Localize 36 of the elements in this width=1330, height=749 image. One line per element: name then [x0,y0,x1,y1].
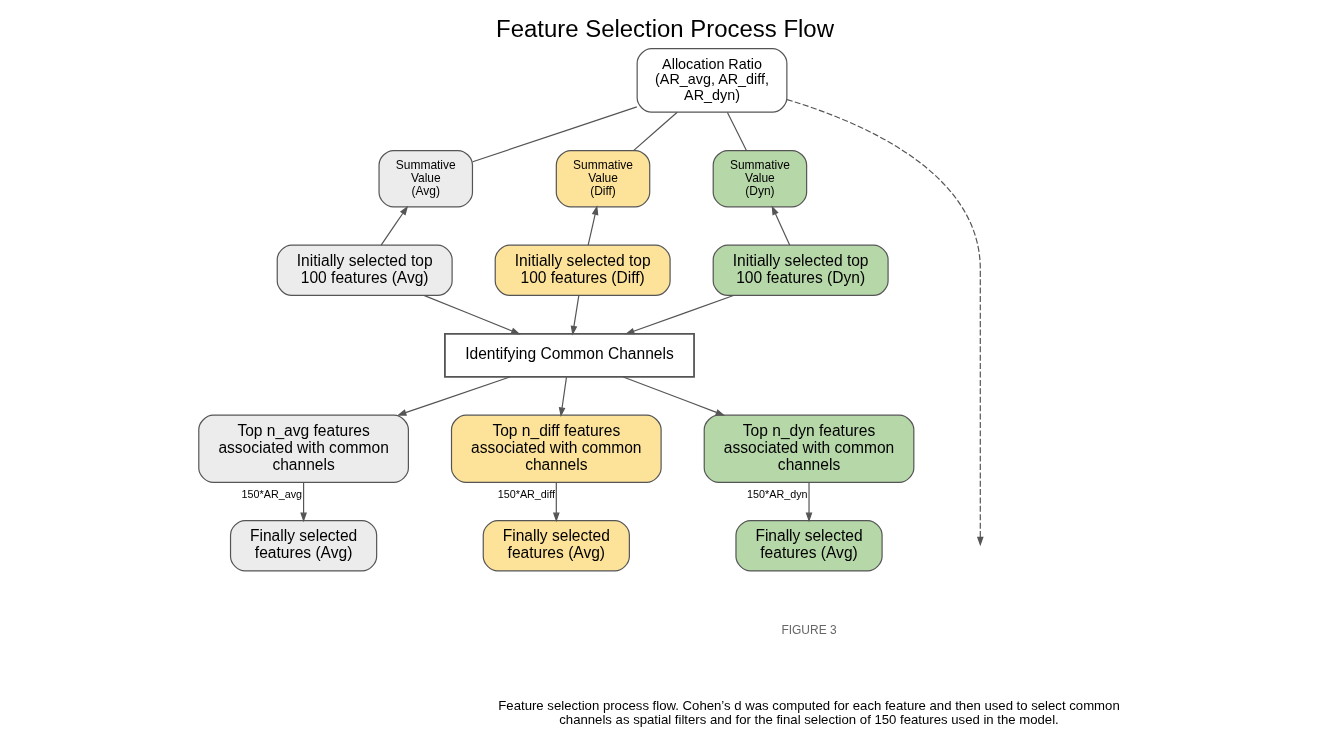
arrow [805,481,813,523]
arrow [587,205,599,246]
node-box: Finally selected features (Avg) [735,520,883,572]
node-box: Allocation Ratio (AR_avg, AR_diff, AR_dyn) [636,48,788,113]
node-box: Initially selected top 100 features (Dyn) [712,244,889,297]
arrow [570,295,580,336]
arrow [624,294,735,335]
node-box: Summative Value (Dyn) [712,149,808,208]
node-box: Finally selected features (Avg) [482,520,630,572]
arrow [622,376,726,416]
label: FIGURE 3 [781,622,837,637]
node-box: Summative Value (Diff) [555,149,651,208]
edge-label: 150*AR_diff [497,487,555,500]
connector [726,111,747,151]
node-box: Summative Value (Avg) [378,149,474,208]
node-box: Initially selected top 100 features (Diff) [494,244,671,297]
arrow [300,481,307,523]
node-box: Finally selected features (Avg) [229,520,378,572]
diagram-title: Feature Selection Process Flow [496,14,834,42]
edge-label: 150*AR_dyn [747,487,808,500]
arrow [786,99,984,547]
connector [633,111,678,151]
connector [472,106,638,163]
arrow [423,295,521,335]
arrow [396,376,511,416]
node-box: Top n_dyn features associated with common channels [703,414,915,483]
edge-label: 150*AR_avg [241,487,303,500]
caption: Feature selection process flow. Cohen’s d was computed for each feature and then used to select common channels as spatial filters and for the final selection of 150 features used in the model. [498,697,1120,727]
node-box: Initially selected top 100 features (Avg) [276,244,453,297]
arrow [558,376,568,417]
arrow [771,205,791,246]
node-box: Identifying Common Channels [444,332,695,378]
node-box: Top n_avg features associated with common channels [198,414,409,483]
arrow [552,481,560,523]
arrow [380,205,409,246]
node-box: Top n_diff features associated with common channels [450,414,662,483]
